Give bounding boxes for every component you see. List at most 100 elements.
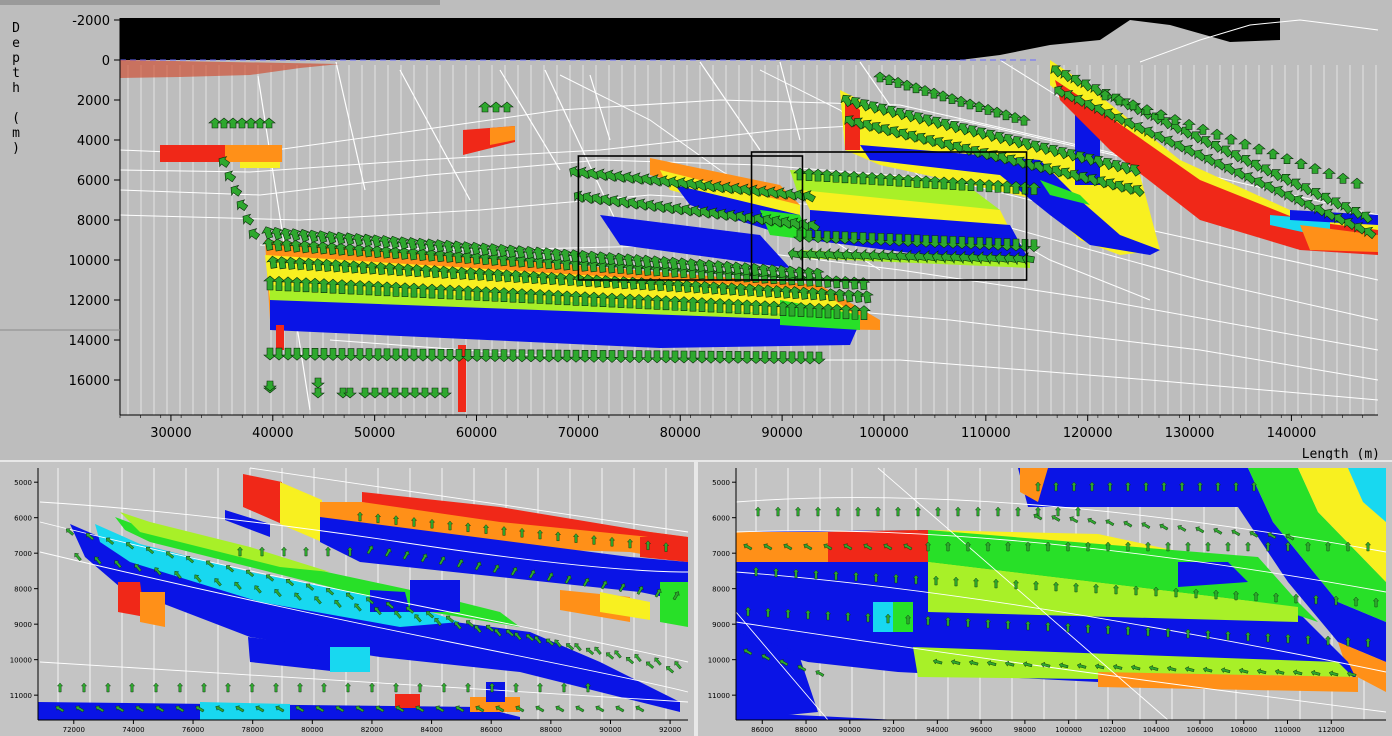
arrow-shape [761, 284, 775, 298]
stress-arrow [910, 174, 924, 188]
upper-body-orange [490, 126, 515, 145]
stress-arrow [1060, 70, 1073, 83]
arrow-shape [434, 284, 448, 299]
arrow-shape [754, 506, 762, 517]
arrow-shape [75, 705, 85, 713]
arrow-shape [248, 682, 256, 693]
stress-arrow [343, 243, 357, 257]
stress-arrow [1350, 177, 1364, 189]
detail-length-tick-label: 88000 [540, 726, 562, 734]
stress-arrow [1017, 114, 1031, 126]
detail-stress-arrow [779, 659, 789, 667]
detail-stress-arrow [205, 560, 215, 568]
arrow-shape [779, 659, 789, 667]
arrow-shape [335, 279, 349, 294]
arrow-shape [435, 705, 445, 713]
stress-arrow [955, 236, 969, 250]
arrow-shape [1256, 668, 1267, 675]
detail-stress-arrow [792, 568, 800, 579]
arrow-shape [535, 705, 545, 713]
arrow-shape [551, 290, 565, 305]
arrow-shape [1322, 168, 1336, 179]
detail-horizon [249, 467, 689, 533]
arrow-shape [711, 260, 726, 274]
arrow-shape [200, 682, 208, 693]
arrow-shape [545, 638, 555, 646]
arrow-shape [414, 237, 428, 251]
arrow-shape [488, 286, 502, 302]
stress-arrow [680, 279, 694, 293]
detail-stress-arrow [972, 577, 980, 588]
arrow-shape [1290, 178, 1303, 191]
arrow-shape [389, 281, 403, 297]
detail-stress-arrow [954, 506, 962, 517]
detail-stress-arrow [335, 705, 345, 713]
stress-arrow [379, 245, 393, 259]
stress-arrow [1340, 202, 1353, 215]
detail-stress-arrow [662, 542, 670, 552]
detail-stress-arrow [236, 546, 244, 557]
arrow-shape [410, 517, 418, 527]
left-body-yellow [240, 162, 280, 168]
stress-arrow [713, 298, 727, 313]
detail-stress-arrow [1088, 481, 1096, 492]
stress-arrow [811, 230, 825, 244]
arrow-shape [279, 227, 293, 241]
depth-tick-label: 4000 [77, 134, 110, 149]
arrow-shape [839, 304, 853, 320]
detail-stress-arrow [215, 705, 225, 713]
dr-yellow-top [1298, 468, 1386, 582]
arrow-shape [874, 172, 888, 186]
arrow-shape [883, 173, 897, 186]
mid-body-blue-low [600, 215, 790, 268]
depth-tick-label: 0 [102, 54, 110, 69]
arrow-shape [734, 283, 748, 297]
arrow-shape [262, 237, 276, 251]
detail-stress-arrow [1332, 595, 1340, 606]
stress-arrow [1220, 145, 1233, 158]
arrow-shape [1249, 530, 1259, 538]
detail-depth-tick-label: 10000 [10, 657, 32, 665]
detail-stress-arrow [65, 528, 75, 536]
stress-arrow [452, 285, 466, 300]
detail-stress-arrow [964, 617, 972, 628]
arrow-shape [1112, 584, 1120, 595]
arrow-shape [634, 653, 642, 663]
arrow-shape [175, 705, 185, 713]
stress-arrow [1140, 104, 1154, 115]
arrow-shape [763, 543, 773, 551]
stress-arrow [1238, 138, 1252, 150]
detail-stress-arrow [1004, 619, 1012, 630]
detail-stress-arrow [415, 705, 425, 713]
stress-arrow [324, 231, 338, 245]
dl-green-right [660, 582, 688, 627]
stress-arrows [208, 65, 1377, 399]
dl-red-top [243, 474, 282, 524]
stress-arrow [1112, 94, 1126, 106]
stress-arrow [1200, 136, 1213, 149]
arrow-shape [289, 239, 303, 253]
arrow-shape [374, 513, 382, 523]
arrow-shape [585, 250, 599, 264]
arrow-shape [261, 226, 275, 240]
arrow-shape [224, 170, 237, 183]
detail-stress-arrow [784, 608, 792, 619]
arrow-shape [536, 271, 550, 285]
arrow-shape [1128, 164, 1141, 177]
stress-arrow [1000, 238, 1014, 252]
water-column [120, 18, 1379, 78]
arrow-shape [518, 270, 532, 284]
arrow-shape [406, 247, 420, 261]
detail-stress-arrow [903, 543, 913, 551]
detail-stress-arrow [154, 567, 162, 576]
detail-stress-arrow [1231, 529, 1241, 537]
ur-body-blue [860, 145, 1160, 255]
detail-stress-arrow [375, 705, 385, 713]
stress-arrow [242, 213, 255, 226]
arrow-shape [378, 235, 392, 249]
arrow-shape [242, 213, 255, 226]
detail-stress-arrow [1184, 628, 1192, 639]
arrow-shape [362, 280, 376, 296]
